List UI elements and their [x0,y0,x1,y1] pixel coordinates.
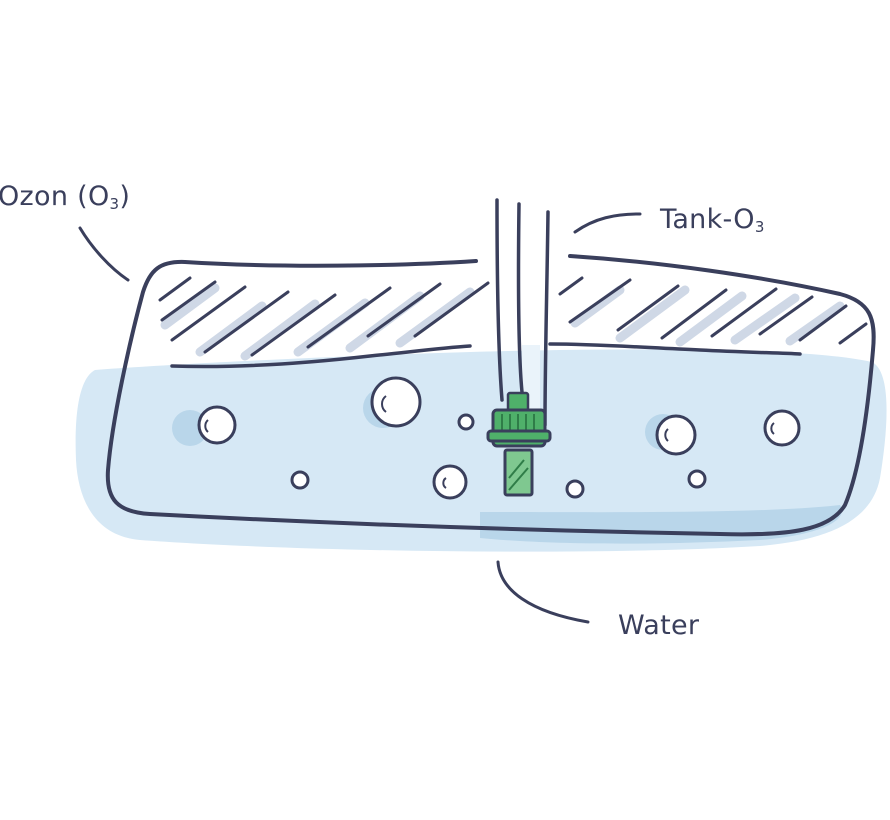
water-leader-line [496,560,590,624]
bubble-icon [565,479,585,499]
tube [495,198,550,427]
bubble-icon [363,376,422,428]
tank-label: Tank-O3 [660,206,765,235]
tank-leader-line [573,212,642,234]
gas-hatch-lines [158,276,868,357]
bubbles [172,376,801,500]
ozone-leader-line [78,226,130,282]
ozone-label-subscript: 3 [109,195,120,213]
bubble-icon [763,409,801,447]
bubble-icon [290,470,310,490]
bubble-icon [687,469,707,489]
bubble-icon [645,414,697,456]
water-label: Water [618,612,699,639]
ozone-label-tail: ) [119,181,131,212]
water-surface-line [170,342,802,369]
tank-label-subscript: 3 [754,218,765,236]
ozone-label-text: Ozon (O [0,181,110,212]
ozone-diffuser-icon [486,391,552,497]
ozone-label: Ozon (O3) [0,183,130,212]
tank-label-text: Tank-O [660,204,755,235]
bubble-icon [432,464,468,500]
gas-hatch-shadows [160,283,845,361]
tank-outline [105,254,876,537]
water-fill [75,349,887,552]
bubble-icon [172,405,237,446]
water-label-text: Water [618,610,700,641]
bubble-icon [457,413,475,431]
